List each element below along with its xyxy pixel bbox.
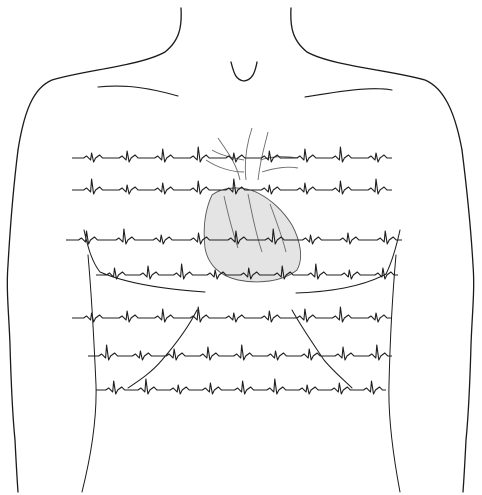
ecg-trace-row-1: [72, 147, 392, 162]
right-flank: [462, 150, 474, 492]
right-clavicle: [305, 89, 392, 97]
neck-right: [291, 8, 462, 150]
left-lat-line: [82, 255, 96, 492]
left-pectoral: [84, 230, 205, 292]
great-vessels: [206, 150, 298, 172]
ecg-trace-row-5: [72, 307, 392, 322]
left-clavicle: [98, 86, 178, 96]
ecg-trace-row-7: [96, 379, 386, 394]
suprasternal-notch: [231, 62, 257, 81]
right-lat-line: [389, 255, 400, 492]
ecg-trace-row-2: [72, 179, 392, 194]
left-flank: [7, 150, 18, 492]
ecg-trace-row-6: [88, 345, 392, 360]
neck-left: [18, 8, 181, 150]
left-costal-margin: [128, 310, 197, 388]
heart-icon: [204, 128, 300, 282]
heart-body: [204, 188, 300, 282]
